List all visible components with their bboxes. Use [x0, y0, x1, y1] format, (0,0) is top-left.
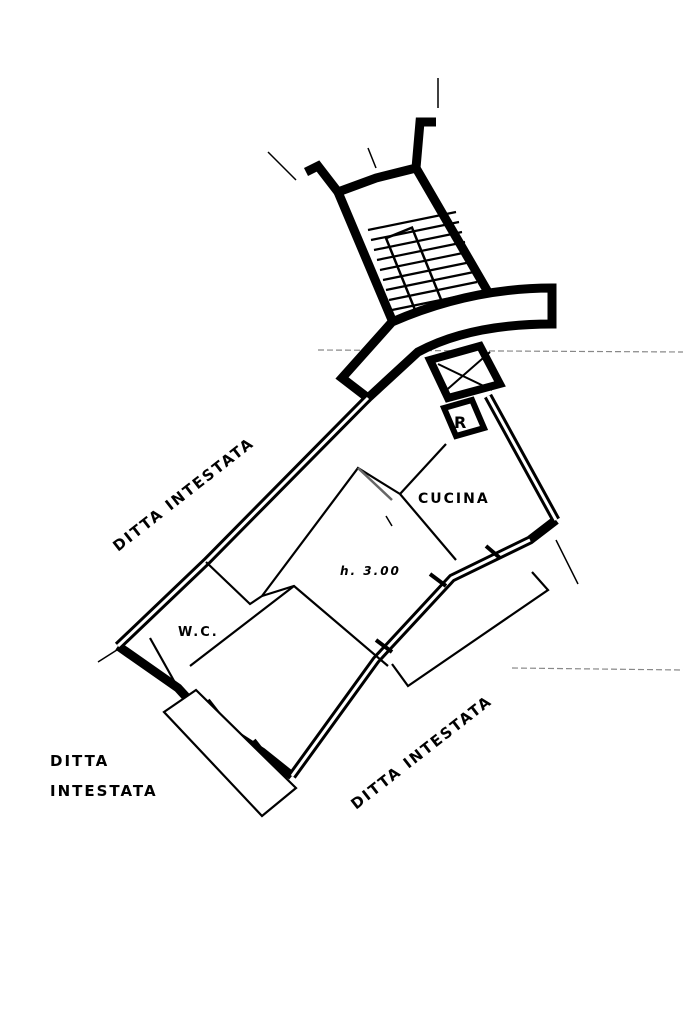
neighbor-label-lower: DITTA INTESTATA — [347, 692, 495, 813]
r-box: R — [439, 396, 489, 440]
neighbor-label-left-line2: INTESTATA — [50, 782, 158, 800]
landing — [335, 283, 557, 404]
kitchen-label: CUCINA — [418, 491, 490, 507]
stair-steps — [367, 210, 481, 312]
balcony-right — [391, 571, 550, 688]
balcony-left — [162, 688, 298, 818]
r-box-label: R — [454, 413, 468, 432]
reference-lines — [97, 78, 683, 671]
room-height-label: h. 3.00 — [340, 564, 401, 578]
neighbor-label-left-line1: DITTA — [50, 752, 109, 770]
elevator-shaft — [424, 341, 506, 403]
stairwell — [303, 117, 492, 322]
wc-label: W.C. — [178, 625, 219, 640]
interior-partitions — [149, 443, 457, 689]
